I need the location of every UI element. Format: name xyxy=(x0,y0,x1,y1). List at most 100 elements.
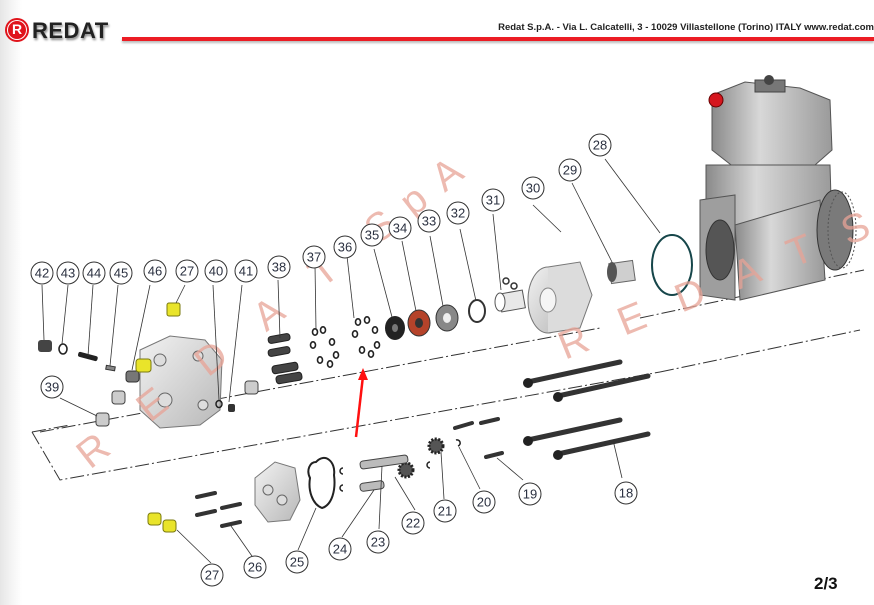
callout-34: 34 xyxy=(388,216,412,240)
o-ring-large-part xyxy=(651,234,693,296)
header-red-rule xyxy=(122,37,874,41)
callout-22: 22 xyxy=(401,511,425,535)
short-bolt-set-part xyxy=(195,417,504,528)
fitting-part-42 xyxy=(38,340,52,352)
callout-18: 18 xyxy=(614,481,638,505)
spring-part-44 xyxy=(78,351,98,362)
document-header: R REDAT Redat S.p.A. - Via L. Calcatelli… xyxy=(0,0,874,50)
callout-label: 30 xyxy=(526,181,540,196)
front-housing-part xyxy=(139,335,223,429)
callout-25: 25 xyxy=(285,550,309,574)
callout-32: 32 xyxy=(446,201,470,225)
callout-27-bottom: 27 xyxy=(200,563,224,587)
o-ring-set-37 xyxy=(309,325,340,368)
callout-label: 42 xyxy=(35,266,49,281)
redat-logo-icon: R xyxy=(7,20,27,40)
rotor-housing-part xyxy=(527,261,593,334)
callout-label: 26 xyxy=(248,560,262,575)
callout-35: 35 xyxy=(360,223,384,247)
o-ring-set-36 xyxy=(351,315,381,358)
company-logo-text: REDAT xyxy=(32,18,109,43)
callout-label: 45 xyxy=(114,266,128,281)
callout-29: 29 xyxy=(558,158,582,182)
callout-28: 28 xyxy=(588,133,612,157)
callout-label: 27 xyxy=(205,568,219,583)
callout-label: 46 xyxy=(148,264,162,279)
callout-label: 39 xyxy=(45,380,59,395)
callout-label: 22 xyxy=(406,516,420,531)
company-address: Redat S.p.A. - Via L. Calcatelli, 3 - 10… xyxy=(498,22,874,33)
callout-label: 23 xyxy=(371,535,385,550)
o-ring-part-40 xyxy=(215,399,223,409)
needle-bearing-part xyxy=(607,259,636,285)
callout-leader-lines xyxy=(41,158,661,564)
ball-bearing-part xyxy=(435,304,459,332)
callout-label: 18 xyxy=(619,486,633,501)
bushing-part xyxy=(494,277,526,313)
logo-letter: R xyxy=(11,21,23,37)
callout-label: 27 xyxy=(180,264,194,279)
callout-label: 21 xyxy=(438,504,452,519)
pin-part-45 xyxy=(105,364,116,372)
snap-ring-part xyxy=(468,299,486,323)
callout-label: 35 xyxy=(365,228,379,243)
yellow-bushing-pair xyxy=(147,512,177,533)
callout-label: 29 xyxy=(563,163,577,178)
yellow-bushing-top xyxy=(166,302,181,317)
callout-label: 20 xyxy=(477,495,491,510)
shaft-part xyxy=(359,454,409,492)
callout-44: 44 xyxy=(82,261,106,285)
callout-label: 40 xyxy=(209,264,223,279)
red-arrow-indicator xyxy=(354,368,368,438)
callout-27-top: 27 xyxy=(175,259,199,283)
cylinder-part-39a xyxy=(111,390,126,405)
o-ring-part-43 xyxy=(58,343,68,355)
washer-part xyxy=(385,316,405,340)
oil-seal-part xyxy=(407,309,431,337)
gear-part xyxy=(397,437,445,479)
callout-46: 46 xyxy=(143,259,167,283)
cylinder-part-right xyxy=(244,380,259,395)
callout-label: 28 xyxy=(593,138,607,153)
callout-43: 43 xyxy=(56,261,80,285)
plug-part-46 xyxy=(125,370,140,383)
callout-31: 31 xyxy=(481,188,505,212)
callout-label: 37 xyxy=(307,250,321,265)
callout-19: 19 xyxy=(518,482,542,506)
long-bolt-set-part xyxy=(525,359,651,457)
callout-label: 41 xyxy=(239,264,253,279)
callout-42: 42 xyxy=(30,261,54,285)
callout-label: 34 xyxy=(393,221,407,236)
callout-45: 45 xyxy=(109,261,133,285)
callout-20: 20 xyxy=(472,490,496,514)
valve-spring-set-part xyxy=(267,333,303,385)
gasket-part xyxy=(307,456,336,510)
callout-label: 19 xyxy=(523,487,537,502)
callout-label: 24 xyxy=(333,542,347,557)
watermark-left: R E D A T SpA xyxy=(68,138,485,477)
callout-39: 39 xyxy=(40,375,64,399)
callout-label: 32 xyxy=(451,206,465,221)
callout-26: 26 xyxy=(243,555,267,579)
pump-assembly-image xyxy=(699,75,857,301)
screw-part-41 xyxy=(228,404,235,412)
callout-36: 36 xyxy=(333,235,357,259)
page-left-shadow xyxy=(0,0,22,605)
callout-label: 44 xyxy=(87,266,101,281)
callout-21: 21 xyxy=(433,499,457,523)
callout-38: 38 xyxy=(267,255,291,279)
callout-33: 33 xyxy=(417,209,441,233)
callout-23: 23 xyxy=(366,530,390,554)
callout-41: 41 xyxy=(234,259,258,283)
callout-label: 38 xyxy=(272,260,286,275)
callout-24: 24 xyxy=(328,537,352,561)
callout-label: 33 xyxy=(422,214,436,229)
callout-30: 30 xyxy=(521,176,545,200)
callout-label: 31 xyxy=(486,193,500,208)
callout-40: 40 xyxy=(204,259,228,283)
cylinder-part-39b xyxy=(95,412,110,427)
yellow-bushing-middle xyxy=(135,358,152,373)
callout-37: 37 xyxy=(302,245,326,269)
callout-label: 43 xyxy=(61,266,75,281)
